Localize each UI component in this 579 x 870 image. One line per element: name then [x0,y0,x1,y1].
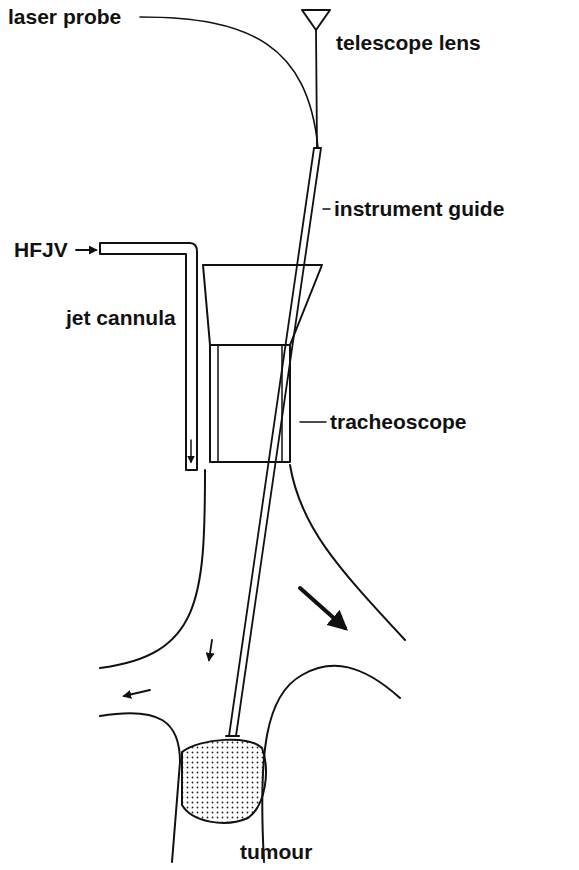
part-label: tracheoscope [330,410,467,433]
laser-probe-fibre [140,17,318,148]
part-label: jet cannula [66,306,176,329]
part-label: instrument guide [334,197,504,220]
instrument-tip [226,735,239,737]
trachea-wall [100,470,205,668]
leader-line [300,421,326,423]
bronchus-wall [100,713,180,862]
tumour-mass [182,740,266,823]
flow-arrow [190,440,192,462]
tracheoscope-inner-wall [218,345,282,462]
flow-arrow [300,588,345,628]
jet-cannula [100,243,197,470]
flow-arrow [124,690,150,696]
instrument-guide [229,148,321,736]
telescope-lens [302,10,330,30]
leader-line [323,208,330,210]
part-label: laser probe [8,5,121,28]
part-label: tumour [240,840,312,863]
part-label: HFJV [14,238,68,261]
flow-arrow [76,249,96,251]
flow-arrow [209,640,212,660]
part-label: telescope lens [336,31,481,54]
carina-wall [262,666,400,862]
tracheoscope-funnel [203,265,322,345]
trachea-wall [290,465,405,640]
